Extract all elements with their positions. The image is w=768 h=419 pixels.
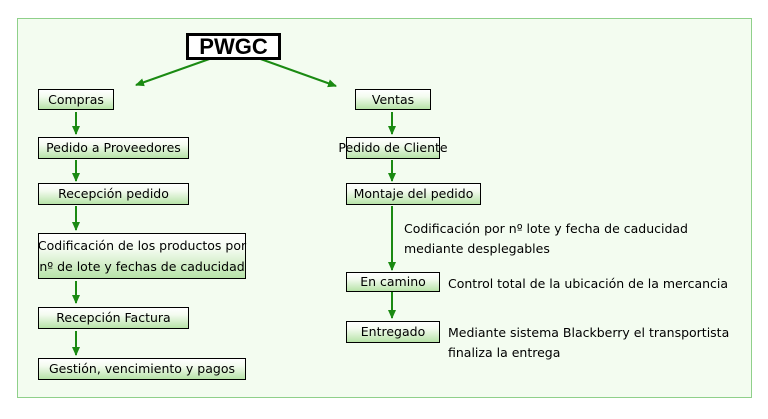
pedido-proveedores-box: Pedido a Proveedores [38, 137, 189, 159]
note-blackberry-line-2: finaliza la entrega [448, 345, 561, 360]
montaje-pedido-box: Montaje del pedido [346, 183, 481, 205]
ventas-box: Ventas [355, 89, 431, 110]
arrow-title-to-compras [135, 56, 216, 87]
note-blackberry-line-1: Mediante sistema Blackberry el transport… [448, 325, 730, 340]
title-box: PWGC [186, 33, 281, 60]
codificacion-line-1: Codificación de los productos por [37, 238, 247, 253]
recepcion-factura-box: Recepción Factura [38, 307, 189, 329]
note-codificacion-line-2: mediante desplegables [404, 241, 550, 256]
note-codificacion: Codificación por nº lote y fecha de cadu… [404, 219, 688, 259]
note-control-line-1: Control total de la ubicación de la merc… [448, 276, 729, 291]
note-control: Control total de la ubicación de la merc… [448, 274, 728, 294]
arrow-title-to-ventas [254, 56, 337, 88]
note-blackberry: Mediante sistema Blackberry el transport… [448, 323, 729, 363]
note-codificacion-line-1: Codificación por nº lote y fecha de cadu… [404, 221, 688, 236]
compras-box: Compras [38, 89, 114, 110]
entregado-box: Entregado [346, 321, 440, 343]
en-camino-box: En camino [346, 272, 440, 292]
codificacion-line-2: nº de lote y fechas de caducidad [39, 259, 245, 274]
gestion-pagos-box: Gestión, vencimiento y pagos [38, 358, 246, 380]
recepcion-pedido-box: Recepción pedido [38, 183, 189, 205]
pedido-cliente-box: Pedido de Cliente [338, 137, 448, 159]
codificacion-productos-box: Codificación de los productos por nº de … [38, 233, 246, 279]
